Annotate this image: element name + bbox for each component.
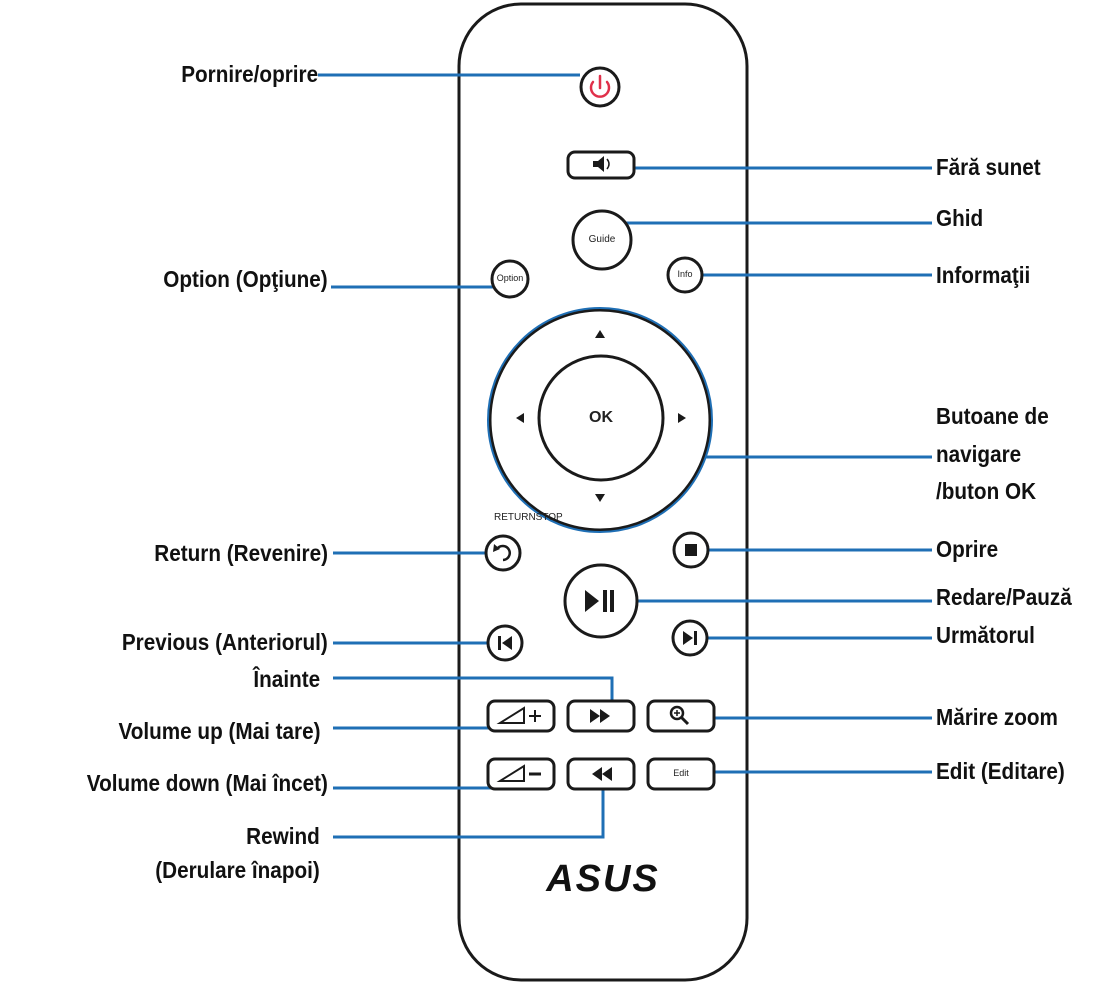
label-volume-down: Volume down (Mai încet) [86,770,328,796]
previous-button[interactable] [486,624,524,662]
label-edit: Edit (Editare) [936,758,1065,784]
label-nav-3: /buton OK [936,478,1037,504]
edit-button-label: Edit [673,768,689,778]
guide-button[interactable] [571,209,633,271]
return-button[interactable] [484,534,522,572]
mute-button[interactable] [566,150,636,180]
leader-line-forward [333,676,614,710]
label-rewind-1: Rewind [246,823,320,849]
volume-up-icon [496,706,541,724]
speaker-mute-icon [593,156,610,172]
label-volume-up: Volume up (Mai tare) [117,718,320,744]
power-icon [589,74,611,98]
label-option: Option (Opţiune) [163,266,328,292]
volume-up-button[interactable] [486,699,556,733]
label-mute: Fără sunet [936,154,1041,180]
rewind-button[interactable] [566,757,636,791]
ok-button-label: OK [589,409,613,426]
asus-logo: ASUS [546,858,660,900]
next-button[interactable] [671,619,709,657]
return-stop-caption: RETURNSTOP [494,512,563,523]
option-button-label: Option [496,273,524,283]
label-info: Informaţii [936,262,1031,288]
leader-line-rewind [333,790,605,839]
skip-next-icon [683,631,697,645]
stop-button[interactable] [672,531,710,569]
edit-button[interactable] [646,757,716,791]
info-button-label: Info [677,269,693,279]
label-nav-1: Butoane de [936,403,1049,429]
ok-button[interactable] [537,354,665,482]
label-return: Return (Revenire) [154,540,328,566]
leader-lines [318,73,932,839]
power-button[interactable] [579,66,621,108]
return-arrow-icon [493,544,511,562]
skip-previous-icon [498,636,512,650]
label-forward: Înainte [253,666,320,692]
label-nav-2: navigare [936,441,1022,467]
label-zoom: Mărire zoom [936,704,1058,730]
guide-button-label: Guide [588,234,616,245]
label-guide: Ghid [936,205,984,231]
volume-down-button[interactable] [486,757,556,791]
label-play-pause: Redare/Pauză [936,584,1072,610]
stop-square-icon [685,544,697,556]
info-button[interactable] [666,256,704,294]
label-stop: Oprire [936,536,999,562]
magnifier-zoom-icon [669,705,690,726]
play-pause-button[interactable] [563,563,639,639]
label-power: Pornire/oprire [181,61,318,87]
nav-down-icon[interactable] [595,494,605,502]
rewind-icon [592,767,612,781]
nav-left-icon[interactable] [516,413,524,423]
play-pause-icon [585,590,614,612]
label-previous: Previous (Anteriorul) [122,629,328,655]
nav-up-icon[interactable] [595,330,605,338]
volume-down-icon [496,764,541,782]
label-rewind-2: (Derulare înapoi) [155,857,320,883]
zoom-button[interactable] [646,699,716,733]
option-button[interactable] [490,259,530,299]
label-next: Următorul [936,622,1035,648]
nav-right-icon[interactable] [678,413,686,423]
fast-forward-icon [590,709,610,723]
fast-forward-button[interactable] [566,699,636,733]
